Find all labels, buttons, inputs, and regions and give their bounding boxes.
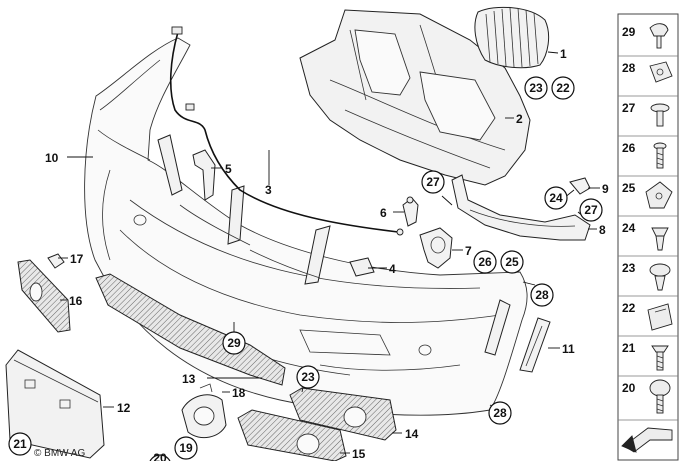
sidebar-item-24[interactable]: 24 (622, 221, 669, 251)
fog-grille-right-upper[interactable] (289, 387, 397, 441)
label-3: 3 (265, 183, 272, 197)
svg-text:27: 27 (622, 101, 636, 115)
sidebar-item-29[interactable]: 29 (622, 23, 669, 49)
license-plate-base[interactable] (5, 349, 105, 459)
svg-text:27: 27 (584, 203, 598, 217)
kidney-grille[interactable] (474, 6, 550, 69)
svg-text:21: 21 (622, 341, 636, 355)
wiring-harness[interactable] (169, 26, 404, 236)
callout-22-top: 22 (551, 76, 575, 100)
svg-text:23: 23 (622, 261, 636, 275)
bumper-support-bracket[interactable] (299, 9, 531, 186)
sensor-holder[interactable] (419, 227, 453, 269)
svg-text:24: 24 (622, 221, 636, 235)
pdc-sensor[interactable] (402, 196, 419, 227)
callout-26: 26 (473, 250, 497, 274)
label-6: 6 (380, 206, 387, 220)
label-2: 2 (516, 112, 523, 126)
callout-27-right: 27 (579, 198, 603, 222)
svg-text:19: 19 (179, 441, 193, 455)
svg-text:29: 29 (622, 25, 636, 39)
bumper-side-strip (484, 299, 511, 356)
svg-text:28: 28 (535, 288, 549, 302)
label-15: 15 (352, 447, 366, 461)
cover-cap-4[interactable] (349, 257, 375, 277)
sidebar-arrow-icon (621, 427, 673, 453)
callout-19: 19 (174, 436, 198, 460)
svg-text:24: 24 (549, 191, 563, 205)
part-number-labels: 1 2 3 4 5 6 7 8 9 10 11 12 13 14 15 16 1… (45, 47, 609, 461)
callout-27-mid: 27 (421, 170, 445, 194)
callout-29: 29 (222, 331, 246, 355)
label-18: 18 (232, 386, 246, 400)
svg-text:22: 22 (622, 301, 636, 315)
side-bracket[interactable] (451, 174, 591, 241)
svg-text:20: 20 (622, 381, 636, 395)
kidney-openings (354, 29, 496, 141)
label-7: 7 (465, 244, 472, 258)
sidebar-item-25[interactable]: 25 (622, 181, 673, 209)
svg-text:23: 23 (301, 370, 315, 384)
label-1: 1 (560, 47, 567, 61)
lower-center-grille[interactable] (95, 273, 286, 386)
svg-text:26: 26 (622, 141, 636, 155)
label-5: 5 (225, 162, 232, 176)
callout-21: 21 (8, 432, 32, 456)
label-11: 11 (562, 342, 575, 356)
leader-lines (58, 51, 600, 454)
svg-text:23: 23 (529, 81, 543, 95)
sidebar-item-28[interactable]: 28 (622, 61, 673, 83)
side-reflector-trim[interactable] (519, 317, 551, 373)
svg-text:28: 28 (493, 406, 507, 420)
sidebar-item-22[interactable]: 22 (622, 301, 673, 331)
callout-24: 24 (544, 186, 568, 210)
svg-text:29: 29 (227, 336, 241, 350)
sidebar-item-27[interactable]: 27 (622, 101, 670, 127)
svg-text:28: 28 (622, 61, 636, 75)
callout-28-mid: 28 (530, 283, 554, 307)
label-16: 16 (69, 294, 83, 308)
label-4: 4 (389, 262, 396, 276)
sidebar-item-21[interactable]: 21 (622, 341, 669, 371)
fog-grille-left[interactable] (17, 259, 71, 333)
svg-text:25: 25 (505, 255, 519, 269)
label-10: 10 (45, 151, 59, 165)
callout-23-top: 23 (524, 76, 548, 100)
label-8: 8 (599, 223, 606, 237)
bracket-5[interactable] (192, 149, 216, 201)
sidebar-item-26[interactable]: 26 (622, 141, 667, 169)
label-9: 9 (602, 182, 609, 196)
label-12: 12 (117, 401, 131, 415)
label-14: 14 (405, 427, 419, 441)
callout-23-bottom: 23 (296, 365, 320, 389)
label-13: 13 (182, 372, 196, 386)
fog-light[interactable] (181, 383, 227, 439)
sidebar-item-20[interactable]: 20 (622, 379, 671, 414)
svg-text:27: 27 (426, 175, 440, 189)
callout-25: 25 (500, 250, 524, 274)
svg-text:26: 26 (478, 255, 492, 269)
svg-text:25: 25 (622, 181, 636, 195)
label-17: 17 (70, 252, 84, 266)
svg-text:22: 22 (556, 81, 570, 95)
bumper-slots (157, 134, 331, 285)
clip-9[interactable] (569, 177, 591, 195)
callout-20-partial: 20 (149, 451, 171, 461)
fog-grille-right-lower[interactable] (237, 409, 347, 461)
svg-text:21: 21 (13, 437, 27, 451)
bumper-cover[interactable] (84, 37, 528, 416)
clip-17[interactable] (47, 253, 65, 269)
sidebar-item-23[interactable]: 23 (622, 261, 671, 291)
copyright-text: © BMW AG (34, 448, 85, 459)
callout-28-bottom: 28 (488, 401, 512, 425)
svg-text:20: 20 (153, 451, 167, 461)
